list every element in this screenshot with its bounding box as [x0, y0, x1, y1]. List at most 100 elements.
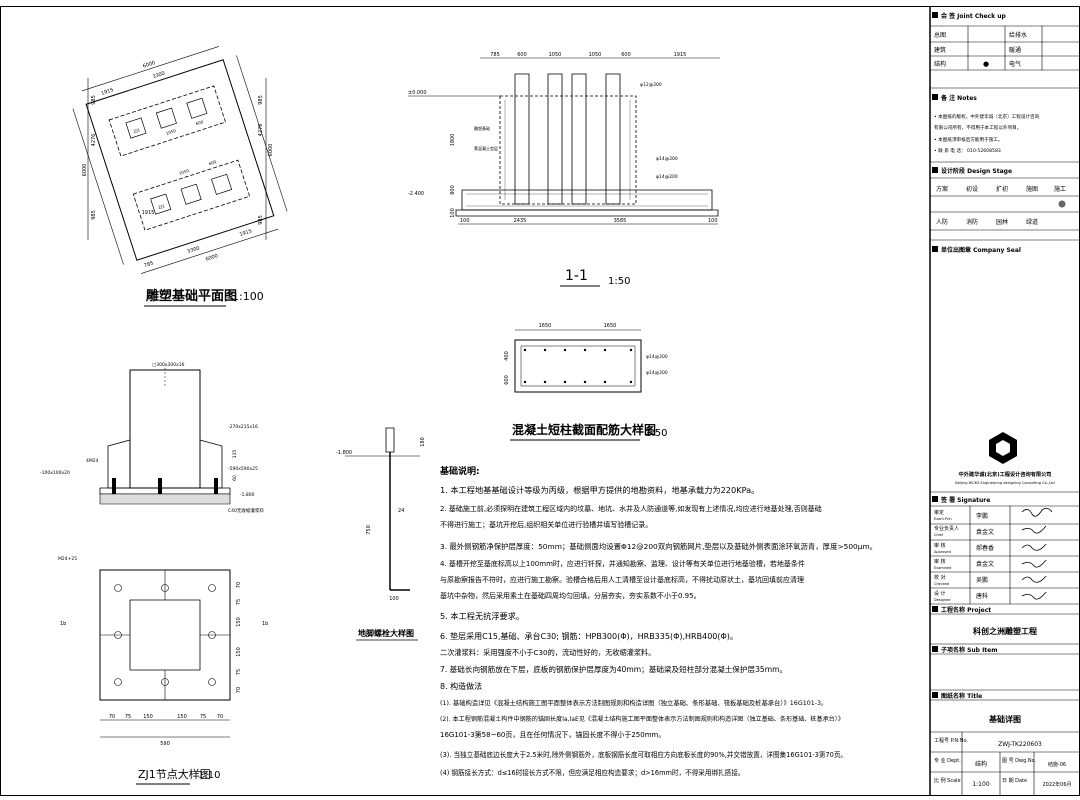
svg-text:590: 590: [160, 741, 170, 747]
svg-text:φ14@200: φ14@200: [656, 156, 678, 162]
svg-text:150: 150: [143, 714, 153, 720]
svg-text:1b: 1b: [60, 621, 66, 627]
svg-text:75: 75: [200, 714, 206, 720]
svg-text:素混凝土垫层: 素混凝土垫层: [474, 145, 498, 151]
svg-text:日 期 Date: 日 期 Date: [1002, 778, 1027, 784]
svg-text:Examined: Examined: [934, 566, 951, 570]
svg-text:100: 100: [708, 218, 718, 224]
note-line-4: 4. 基槽开挖至基底标高以上100mm时，应进行钎探，并通知勘察、监理、设计等有…: [440, 559, 805, 568]
handwritten-signatures: [1022, 508, 1052, 599]
column-section-detail: 1650 1650 φ14@200 φ14@200 400 600 混凝土短柱截…: [504, 323, 668, 440]
svg-text:1915: 1915: [100, 87, 114, 97]
svg-text:70: 70: [236, 582, 242, 588]
note-line-9: 二次灌浆料：采用强度不小于C30的，流动性好的，无收缩灌浆料。: [440, 648, 655, 657]
svg-text:24: 24: [398, 508, 404, 514]
note-line-3: 3. 最外侧钢筋净保护层厚度：50mm；基础侧面均设置Φ12@200双向钢筋网片…: [440, 542, 877, 551]
svg-text:签 署 Signature: 签 署 Signature: [940, 496, 990, 504]
svg-text:60: 60: [232, 475, 238, 481]
company-name-en: Beijing WCKS Engineering designing Consu…: [955, 481, 1054, 485]
notes-heading: 基础说明:: [439, 465, 480, 477]
svg-text:Chief: Chief: [934, 533, 944, 537]
svg-text:吴鹏: 吴鹏: [976, 576, 988, 584]
section-title: 1-1: [565, 268, 588, 284]
plan-outline: [86, 60, 274, 260]
note-line-1: 2. 基础施工前,必须探明在建筑工程区域内的坟墓、地坑、水井及人防通道等,如发现…: [440, 504, 822, 513]
svg-text:方案: 方案: [936, 185, 948, 193]
svg-text:消防: 消防: [966, 218, 978, 226]
svg-text:施图: 施图: [1026, 185, 1038, 193]
note-line-11: 8. 构造做法: [440, 681, 482, 691]
svg-text:150: 150: [177, 714, 187, 720]
svg-text:1:100: 1:100: [972, 781, 989, 788]
column-detail-scale: 1:50: [645, 428, 667, 439]
svg-text:□300x300x16: □300x300x16: [152, 362, 185, 368]
zj1-node-detail: □300x300x16 -270x215x16 -590x590x25 C40无…: [40, 362, 268, 784]
svg-text:-1.800: -1.800: [240, 492, 255, 498]
svg-text:郝春香: 郝春香: [976, 544, 994, 552]
svg-text:1050: 1050: [589, 52, 602, 58]
svg-text:75: 75: [236, 599, 242, 605]
svg-text:100: 100: [460, 218, 470, 224]
svg-text:3300: 3300: [187, 245, 201, 255]
svg-text:-100x100x20: -100x100x20: [40, 470, 70, 476]
svg-text:Approved: Approved: [934, 550, 951, 554]
svg-text:600: 600: [621, 52, 631, 58]
drawing-name: 基础详图: [988, 714, 1021, 724]
note-line-14: 16G101-3第58~60页，且在任何情况下，锚固长度不得小于250mm。: [440, 730, 665, 739]
svg-text:985: 985: [91, 95, 97, 105]
svg-text:φ14@200: φ14@200: [646, 354, 668, 360]
note-line-15: (3). 当独立基础底边长度大于2.5米时,除外侧钢筋外，底板钢筋长度可取相应方…: [440, 750, 847, 759]
svg-text:园林: 园林: [996, 218, 1008, 226]
plan-dim-bottom: 6000: [205, 253, 219, 263]
company-name-cn: 中外建华诚(北京)工程设计咨询有限公司: [959, 470, 1052, 478]
svg-text:6000: 6000: [82, 164, 88, 177]
svg-text:设 计: 设 计: [934, 590, 946, 597]
note-line-10: 7. 基础长向钢筋放在下层，底板的钢筋保护层厚度为40mm；基础梁及短柱部分混凝…: [440, 664, 787, 674]
svg-text:785: 785: [143, 260, 154, 269]
note-line-6: 基坑中杂物，然后采用素土在基础四周均匀回填，分层夯实，夯实系数不小于0.95。: [440, 591, 701, 600]
svg-text:子项名称 Sub Item: 子项名称 Sub Item: [941, 646, 998, 654]
svg-text:ZJ1: ZJ1: [133, 127, 141, 134]
column-detail-title: 混凝土短柱截面配筋大样图: [512, 422, 656, 437]
svg-text:暖通: 暖通: [1009, 46, 1021, 54]
svg-text:6000: 6000: [268, 144, 274, 157]
svg-text:75: 75: [125, 714, 131, 720]
svg-text:-270x215x16: -270x215x16: [228, 424, 258, 430]
svg-text:150: 150: [236, 647, 242, 657]
svg-text:70: 70: [217, 714, 223, 720]
svg-text:985: 985: [91, 210, 97, 220]
svg-text:1050: 1050: [178, 168, 190, 176]
svg-text:4M24: 4M24: [86, 458, 99, 464]
svg-text:1050: 1050: [549, 52, 562, 58]
svg-text:1915: 1915: [142, 210, 155, 216]
node-scale: 1:10: [198, 770, 220, 781]
drawing-number: 结施-06: [1048, 761, 1066, 768]
svg-text:设计阶段 Design Stage: 设计阶段 Design Stage: [941, 167, 1012, 175]
note-line-2: 不得进行施工；基坑开挖后,组织相关单位进行验槽并填写验槽记录。: [440, 520, 652, 529]
tb-joint-check: 会 签 Joint Check up: [941, 12, 1006, 20]
svg-text:1650: 1650: [539, 323, 552, 329]
signature-rows: 审定 Exam.Prin 李鹏 专业负责人 Chief 袁金文 审 核 Appr…: [934, 509, 994, 602]
svg-text:985: 985: [258, 215, 264, 225]
svg-text:唐科: 唐科: [976, 592, 988, 600]
plan-dim-top: 6000: [142, 60, 156, 70]
svg-text:1915: 1915: [674, 52, 687, 58]
section-1-1: 785 600 1050 1050 600 1915 ±0.000 -2.400…: [408, 52, 720, 287]
title-block: 会 签 Joint Check up 总图 给排水 建筑 暖通 结构 ● 电气 …: [930, 12, 1080, 795]
svg-text:600: 600: [195, 119, 204, 126]
svg-text:总图: 总图: [934, 31, 946, 39]
svg-text:4276: 4276: [258, 124, 264, 137]
svg-text:135: 135: [232, 450, 238, 459]
svg-text:1b: 1b: [262, 621, 268, 627]
svg-text:M24+25: M24+25: [58, 556, 77, 562]
svg-text:Exam.Prin: Exam.Prin: [934, 517, 952, 521]
svg-text:• 本图纸的版权，中外建华诚（北京）工程设计咨询: • 本图纸的版权，中外建华诚（北京）工程设计咨询: [934, 113, 1040, 120]
foundation-notes: 基础说明: 1. 本工程地基基础设计等级为丙级，根据甲方提供的地勘资料，地基承载…: [439, 465, 877, 777]
svg-text:70: 70: [236, 687, 242, 693]
project-name: 科创之洲雕塑工程: [973, 626, 1037, 636]
svg-text:150: 150: [236, 617, 242, 627]
svg-text:985: 985: [258, 95, 264, 105]
svg-text:600: 600: [517, 52, 527, 58]
svg-text:180: 180: [420, 437, 426, 447]
